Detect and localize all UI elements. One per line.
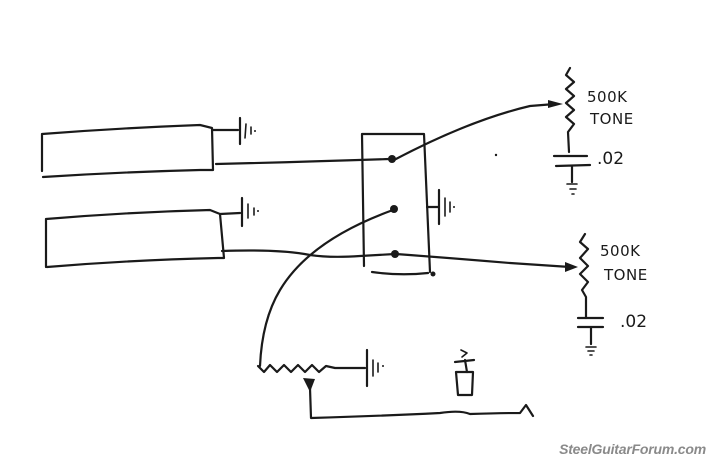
pickup-2-ground-wire: [218, 211, 242, 216]
selector-switch: [360, 132, 455, 277]
tone-2-value: 500K: [600, 242, 641, 260]
ground-icon: [365, 348, 384, 388]
ground-icon: [437, 188, 455, 226]
wire-volume-to-jack: [308, 386, 535, 420]
tone-control-1: 500K TONE .02: [552, 66, 634, 195]
resistor-icon: [256, 363, 367, 374]
cap-2-value: .02: [620, 312, 647, 332]
wire-switch-to-volume: [258, 208, 395, 368]
pickup-1-hot-wire: [214, 157, 392, 166]
wiper-arrow-icon: [565, 262, 578, 272]
tone-2-name: TONE: [603, 266, 648, 284]
capacitor-icon: [552, 154, 592, 195]
tone-1-name: TONE: [589, 110, 634, 128]
resistor-icon: [578, 232, 590, 320]
pickup-1: [40, 116, 392, 179]
capacitor-icon: [576, 316, 605, 356]
wire-switch-to-tone-2: [394, 252, 572, 269]
tone-control-2: 500K TONE .02: [576, 232, 648, 356]
cap-1-value: .02: [597, 149, 624, 169]
resistor-icon: [564, 66, 576, 154]
ground-icon: [238, 116, 256, 146]
tone-1-value: 500K: [587, 88, 628, 106]
watermark: SteelGuitarForum.com: [559, 441, 706, 457]
ground-icon: [240, 196, 259, 228]
wire-switch-to-tone-1: [392, 102, 557, 162]
volume-pot: [256, 348, 535, 420]
wiper-arrow-icon: [303, 378, 315, 392]
wiper-arrow-icon: [548, 100, 563, 108]
output-jack: [453, 349, 476, 397]
